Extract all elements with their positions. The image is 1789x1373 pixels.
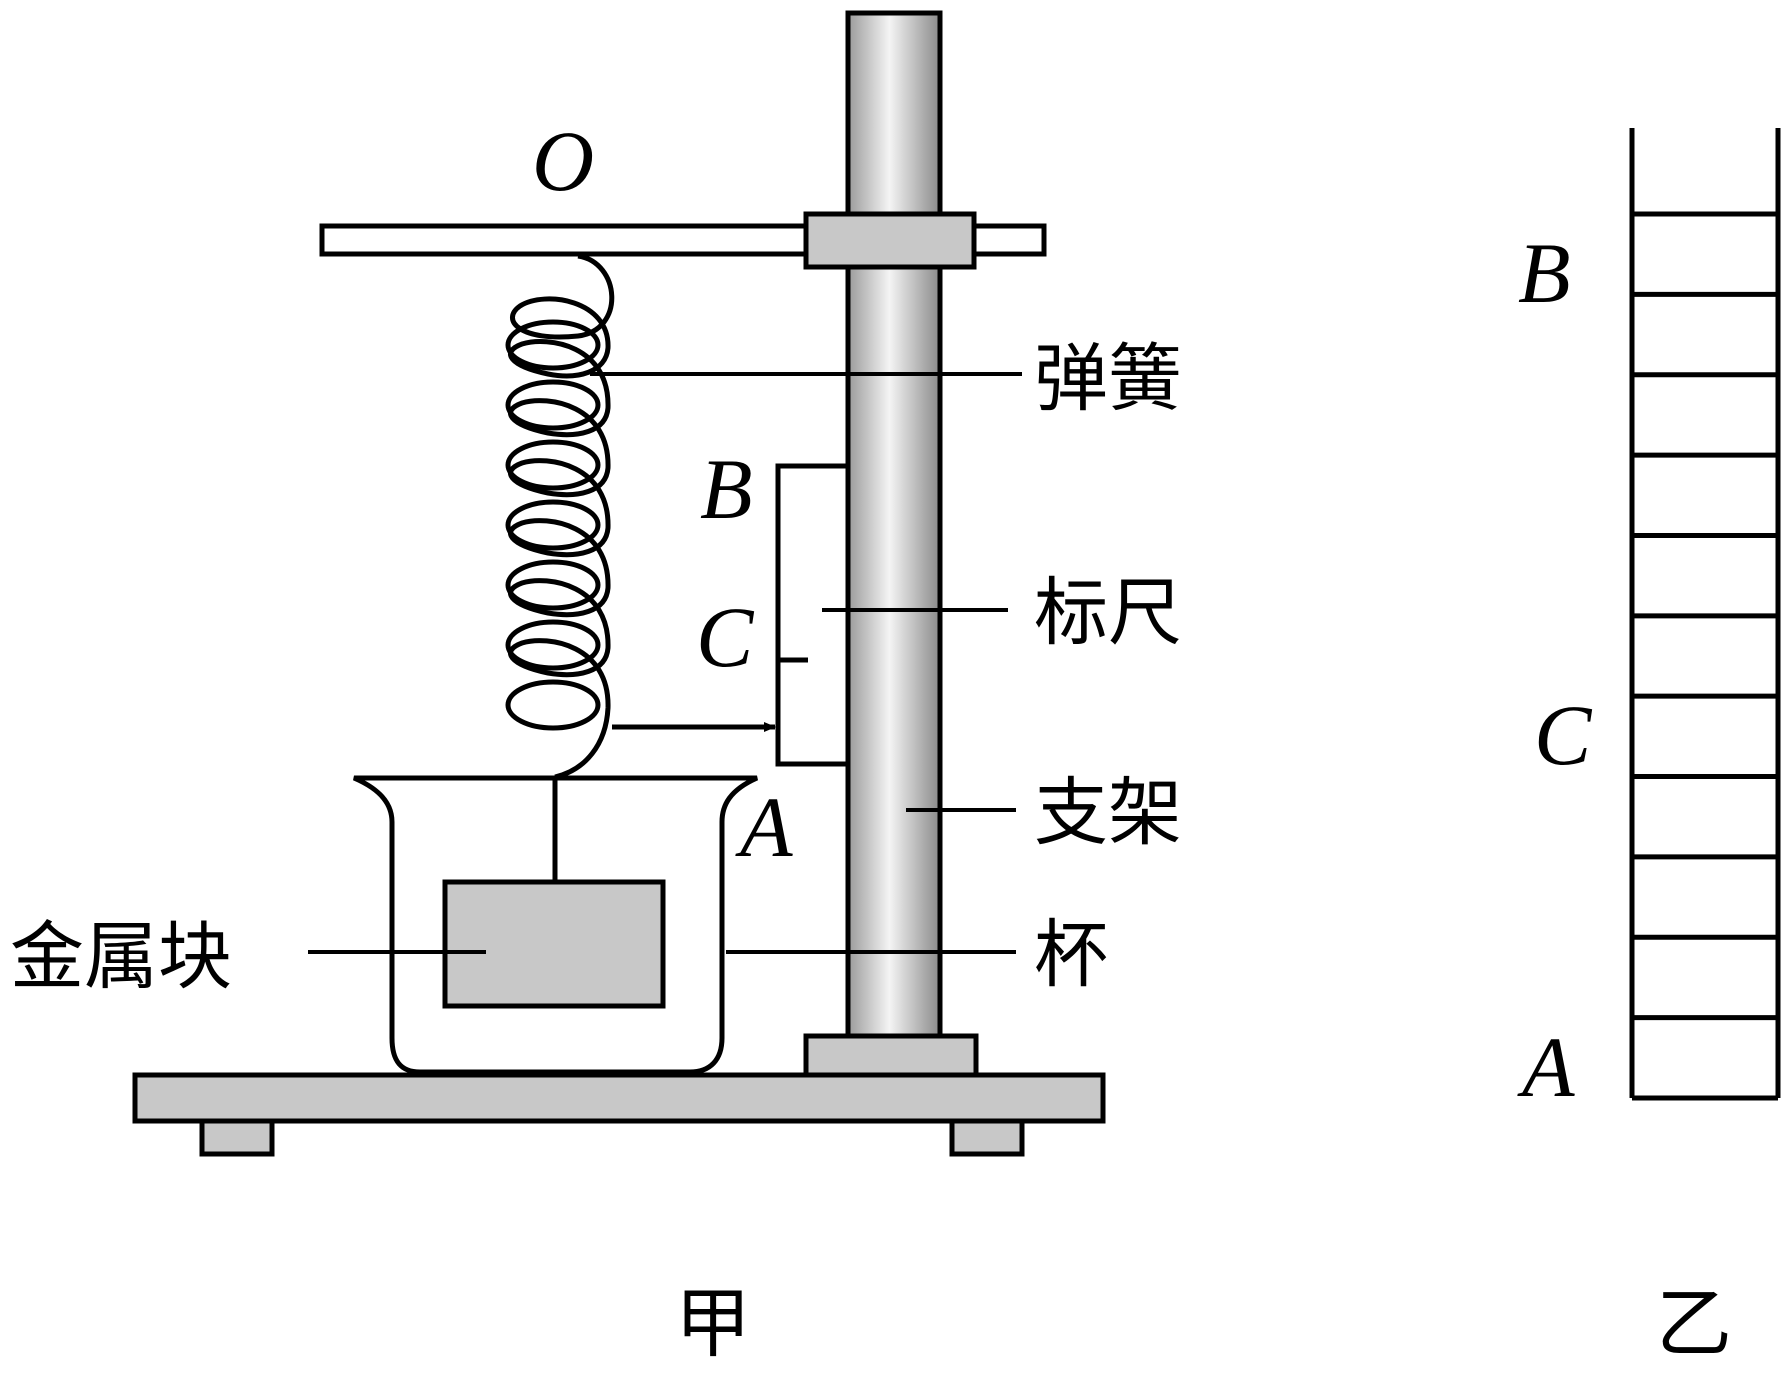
label-cup: 杯	[1034, 912, 1108, 998]
label-b-jia: B	[700, 441, 753, 537]
scale-bracket	[775, 463, 848, 767]
scale-ruler	[1629, 128, 1781, 1101]
metal-block	[442, 879, 666, 1009]
label-a-yi: A	[1517, 1019, 1575, 1115]
figure-yi: B C A 乙	[1517, 128, 1781, 1368]
label-o: O	[532, 113, 594, 209]
label-b-yi: B	[1518, 225, 1571, 321]
label-c-jia: C	[696, 589, 755, 685]
stand-rod-base	[803, 1033, 979, 1078]
base-foot-right	[949, 1118, 1025, 1157]
spring-coils	[505, 319, 601, 731]
label-a-jia: A	[735, 779, 793, 875]
arm-clamp	[803, 211, 977, 270]
base-plate	[132, 1072, 1106, 1124]
spring	[508, 253, 615, 780]
base-foot-left	[199, 1118, 275, 1157]
beaker	[353, 775, 759, 1075]
caption-jia: 甲	[675, 1279, 751, 1368]
label-stand: 支架	[1034, 770, 1182, 856]
label-metal-block: 金属块	[10, 914, 232, 1000]
label-c-yi: C	[1534, 687, 1593, 783]
label-spring: 弹簧	[1034, 336, 1182, 422]
figure-jia: O B C A 弹簧 标尺 支架 杯 金属块 甲	[10, 10, 1182, 1368]
stand-rod	[845, 10, 943, 1043]
caption-yi: 乙	[1656, 1279, 1732, 1368]
label-scale: 标尺	[1034, 570, 1182, 656]
